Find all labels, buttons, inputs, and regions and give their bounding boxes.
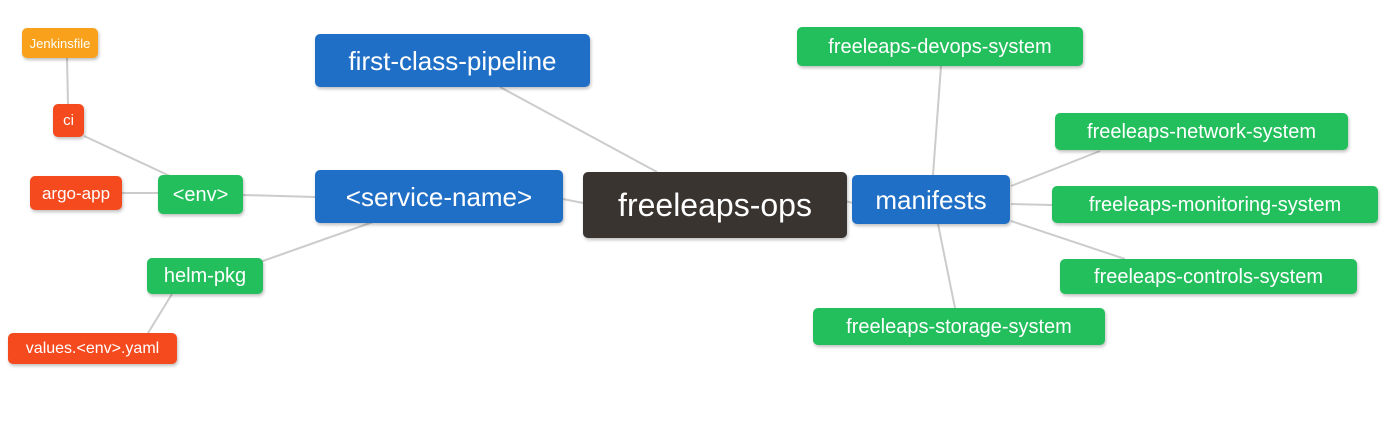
node-label: <env>	[172, 183, 229, 206]
node-label: freeleaps-controls-system	[1094, 265, 1323, 288]
node-label: values.<env>.yaml	[25, 339, 160, 357]
node-label: <service-name>	[345, 181, 533, 212]
node-label: freeleaps-storage-system	[846, 315, 1072, 338]
node-label: ci	[63, 112, 74, 129]
node-label: freeleaps-network-system	[1087, 120, 1316, 143]
edge-manifests-freeleaps-storage-system	[937, 223, 956, 309]
node-service-name[interactable]: <service-name>	[315, 170, 563, 223]
node-label: Jenkinsfile	[29, 35, 91, 51]
node-freeleaps-storage-system[interactable]: freeleaps-storage-system	[813, 308, 1105, 345]
node-label: freeleaps-monitoring-system	[1088, 193, 1342, 216]
edge-manifests-freeleaps-monitoring-system	[1010, 203, 1053, 206]
node-ci[interactable]: ci	[53, 104, 84, 137]
node-first-class-pipeline[interactable]: first-class-pipeline	[315, 34, 590, 87]
node-freeleaps-devops-system[interactable]: freeleaps-devops-system	[797, 27, 1083, 66]
edge-values-env-yaml-helm-pkg	[147, 293, 173, 334]
node-env[interactable]: <env>	[158, 175, 243, 214]
node-argo-app[interactable]: argo-app	[30, 176, 122, 210]
node-label: freeleaps-ops	[618, 187, 812, 223]
edge-jenkinsfile-ci	[66, 57, 69, 105]
node-label: first-class-pipeline	[348, 45, 557, 76]
edge-env-service-name	[242, 194, 316, 198]
edge-service-name-freeleaps-ops	[562, 198, 584, 204]
node-freeleaps-network-system[interactable]: freeleaps-network-system	[1055, 113, 1348, 150]
node-label: manifests	[875, 184, 987, 215]
edge-manifests-freeleaps-network-system	[1010, 150, 1101, 187]
node-jenkinsfile[interactable]: Jenkinsfile	[22, 28, 98, 58]
node-values-env-yaml[interactable]: values.<env>.yaml	[8, 333, 177, 364]
edge-manifests-freeleaps-controls-system	[1010, 220, 1126, 260]
node-helm-pkg[interactable]: helm-pkg	[147, 258, 263, 294]
node-label: helm-pkg	[163, 265, 247, 287]
edge-manifests-freeleaps-devops-system	[932, 65, 942, 176]
node-label: freeleaps-devops-system	[828, 35, 1052, 58]
edge-ci-env	[83, 135, 173, 178]
edge-helm-pkg-service-name	[259, 221, 374, 263]
node-freeleaps-ops[interactable]: freeleaps-ops	[583, 172, 847, 238]
node-manifests[interactable]: manifests	[852, 175, 1010, 224]
node-label: argo-app	[41, 183, 111, 203]
node-freeleaps-controls-system[interactable]: freeleaps-controls-system	[1060, 259, 1357, 294]
edge-first-class-pipeline-freeleaps-ops	[499, 86, 658, 173]
node-freeleaps-monitoring-system[interactable]: freeleaps-monitoring-system	[1052, 186, 1378, 223]
